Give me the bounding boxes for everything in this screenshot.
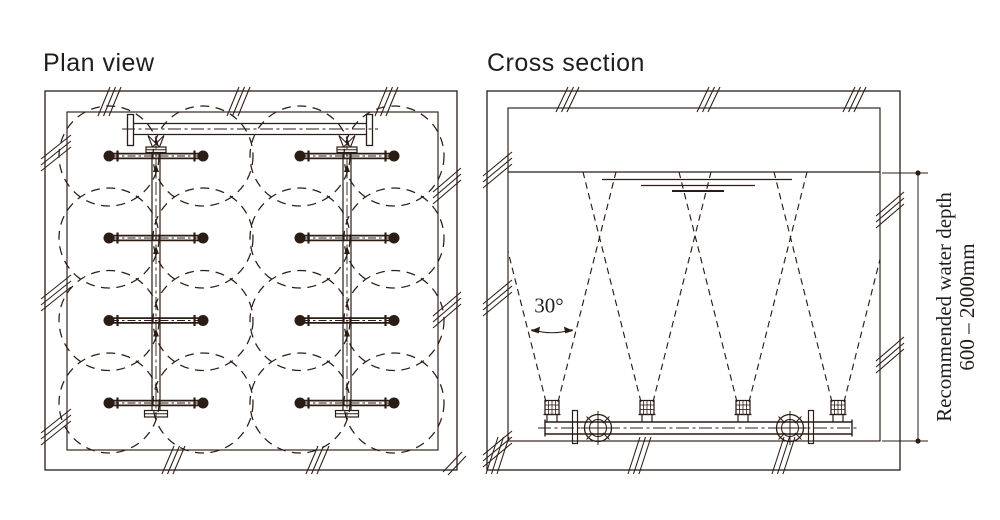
cross-tank-walls (482, 86, 905, 475)
water-depth-text: Recommended water depth (932, 192, 956, 422)
water-depth-range: 600 – 2000mm (955, 243, 979, 371)
plan-aeration-zones (58, 105, 445, 454)
plan-tank-walls (40, 86, 467, 476)
cross-piping (538, 399, 860, 445)
water-depth-dimension (882, 170, 928, 444)
water-depth-label: Recommended water depth 600 – 2000mm (932, 157, 979, 457)
cross-water-surface (508, 171, 880, 192)
plan-piping (103, 113, 400, 418)
cone-angle-annotation (530, 326, 574, 334)
cross-section-drawing (482, 86, 928, 475)
plan-view-title: Plan view (43, 49, 155, 77)
cone-angle-label: 30° (534, 293, 564, 318)
cross-aeration-cones (508, 171, 880, 403)
cross-section-title: Cross section (487, 49, 645, 77)
plan-view-drawing (40, 86, 467, 476)
